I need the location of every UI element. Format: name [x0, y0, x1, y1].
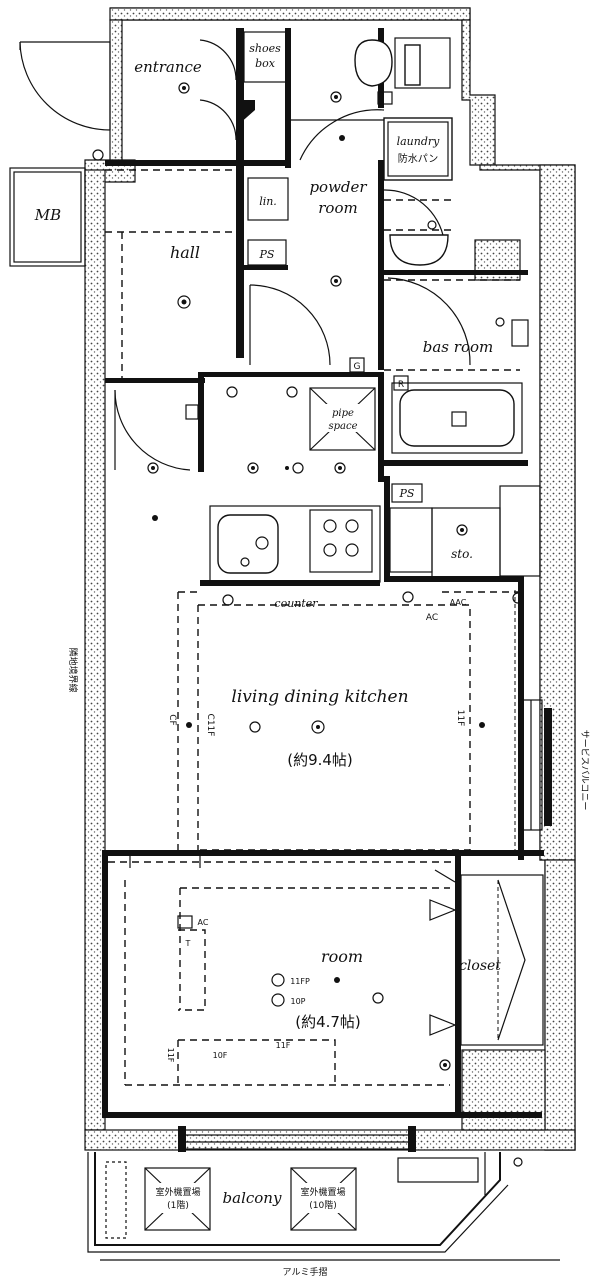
- f11b-mark: 11F: [276, 1041, 291, 1050]
- f11c-mark: 11F: [166, 1048, 175, 1063]
- mb-box: [9, 167, 86, 267]
- shoes-box-label-2: box: [255, 57, 276, 70]
- fp11-mark: 11FP: [290, 977, 310, 986]
- t-mark: T: [185, 939, 191, 948]
- balcony-window: [178, 1126, 416, 1152]
- balcony-label: balcony: [223, 1189, 282, 1207]
- toilet-fixture: [354, 37, 451, 105]
- mb-label: MB: [34, 206, 61, 224]
- f11-mark: 11F: [455, 710, 465, 727]
- sto-label: sto.: [451, 547, 473, 561]
- room-label: room: [321, 947, 363, 966]
- outdoor-unit-1-line2: (1階): [167, 1200, 189, 1211]
- laundry-label-2: 防水パン: [398, 152, 439, 165]
- entrance-door: [19, 41, 111, 131]
- f10-mark: 10F: [213, 1051, 228, 1060]
- ps-label-2: PS: [399, 487, 415, 500]
- aac-mark: AAC: [450, 598, 467, 607]
- powder-room-label-1: powder: [309, 178, 367, 196]
- cf-mark: CF: [167, 714, 177, 725]
- interior-walls: [102, 28, 544, 1118]
- closet: [429, 874, 544, 1046]
- r-mark: R: [398, 380, 404, 390]
- right-window-note: サービスバルコニー: [579, 730, 590, 811]
- closet-label: closet: [459, 958, 501, 974]
- hall-label: hall: [170, 243, 200, 262]
- counter-label: counter: [274, 597, 318, 610]
- bottom-rail-note: アルミ手摺: [283, 1266, 328, 1278]
- g-mark: G: [354, 362, 361, 372]
- p10-mark: 10P: [290, 997, 305, 1006]
- pipe-space-label-1: pipe: [332, 408, 354, 419]
- outdoor-unit-2-line2: (10階): [309, 1200, 336, 1211]
- ldk-label: living dining kitchen: [231, 687, 408, 707]
- ac-mark-1: AC: [426, 613, 438, 623]
- pipe-space-label-2: space: [328, 421, 357, 432]
- left-wall-note: 隣地境界線: [67, 647, 79, 692]
- laundry-label-1: laundry: [397, 135, 441, 148]
- powder-room-label-2: room: [318, 199, 357, 217]
- ldk-area: (約9.4帖): [287, 751, 353, 769]
- c11f-mark: C11F: [205, 714, 215, 737]
- shoes-box-label-1: shoes: [249, 42, 281, 55]
- ac-mark-2: AC: [198, 918, 209, 927]
- ps-label-1: PS: [259, 248, 275, 261]
- outdoor-unit-2-line1: 室外機置場: [300, 1186, 345, 1198]
- bathroom-label: bas room: [423, 338, 493, 356]
- outdoor-unit-1-line1: 室外機置場: [155, 1186, 200, 1198]
- room-area: (約4.7帖): [295, 1013, 361, 1031]
- lin-label: lin.: [259, 195, 277, 208]
- right-window: [519, 699, 552, 831]
- entrance-label: entrance: [134, 58, 202, 76]
